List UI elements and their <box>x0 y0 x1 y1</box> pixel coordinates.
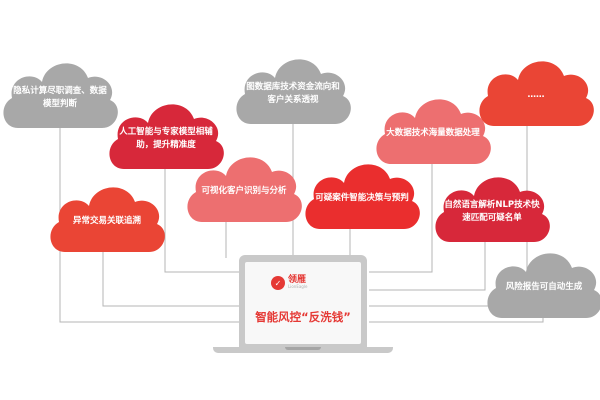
laptop-screen: ✓ 领雁 LionEagle 智能风控“反洗钱” <box>239 255 367 347</box>
cloud-abnormal-shape <box>50 187 165 252</box>
cloud-report-shape <box>487 253 600 318</box>
cloud-suspicious-label: 可疑案件智能决策与预判 <box>315 193 409 204</box>
cloud-ai-shape <box>109 104 224 169</box>
cloud-suspicious: 可疑案件智能决策与预判 <box>302 155 422 235</box>
cloud-abnormal-label: 异常交易关联追溯 <box>72 216 141 227</box>
logo-subtext: LionEagle <box>288 284 308 290</box>
center-title: 智能风控“反洗钱” <box>255 310 351 324</box>
cloud-graph-shape <box>236 59 351 124</box>
cloud-report: 风险报告可自动生成 <box>484 244 600 324</box>
cloud-more: …… <box>476 52 596 132</box>
logo-name: 领雁 <box>288 275 307 286</box>
cloud-graph-label: 图数据库技术资金流向和客户关系透视 <box>246 81 340 105</box>
laptop-screen-inner: ✓ 领雁 LionEagle 智能风控“反洗钱” <box>245 262 361 344</box>
laptop-notch <box>285 347 321 350</box>
cloud-visual-shape <box>187 157 302 222</box>
cloud-abnormal: 异常交易关联追溯 <box>47 178 167 258</box>
cloud-graph: 图数据库技术资金流向和客户关系透视 <box>233 50 353 130</box>
cloud-visual-label: 可视化客户识别与分析 <box>201 186 287 197</box>
cloud-report-label: 风险报告可自动生成 <box>505 282 583 293</box>
cloud-bigdata-label: 大数据技术海量数据处理 <box>386 128 480 139</box>
cloud-bigdata-shape <box>376 99 491 164</box>
cloud-visual: 可视化客户识别与分析 <box>184 148 304 228</box>
cloud-nlp: 自然语言解析NLP技术快速匹配可疑名单 <box>432 168 552 248</box>
cloud-ai: 人工智能与专家模型相辅助，提升精准度 <box>106 95 226 175</box>
cloud-more-shape <box>479 61 594 126</box>
cloud-nlp-label: 自然语言解析NLP技术快速匹配可疑名单 <box>444 199 540 223</box>
cloud-bigdata: 大数据技术海量数据处理 <box>373 90 493 170</box>
cloud-more-label: …… <box>527 90 545 101</box>
laptop: ✓ 领雁 LionEagle 智能风控“反洗钱” <box>213 255 393 365</box>
laptop-base <box>213 347 393 353</box>
cloud-privacy: 隐私计算尽职调查、数据模型判断 <box>0 54 120 134</box>
cloud-suspicious-shape <box>305 164 420 229</box>
logo-swoosh-icon: ✓ <box>271 276 285 290</box>
cloud-nlp-shape <box>435 177 550 242</box>
cloud-privacy-shape <box>3 63 118 128</box>
cloud-ai-label: 人工智能与专家模型相辅助，提升精准度 <box>119 126 213 150</box>
logo: ✓ 领雁 LionEagle <box>271 276 307 290</box>
cloud-privacy-label: 隐私计算尽职调查、数据模型判断 <box>13 85 107 109</box>
